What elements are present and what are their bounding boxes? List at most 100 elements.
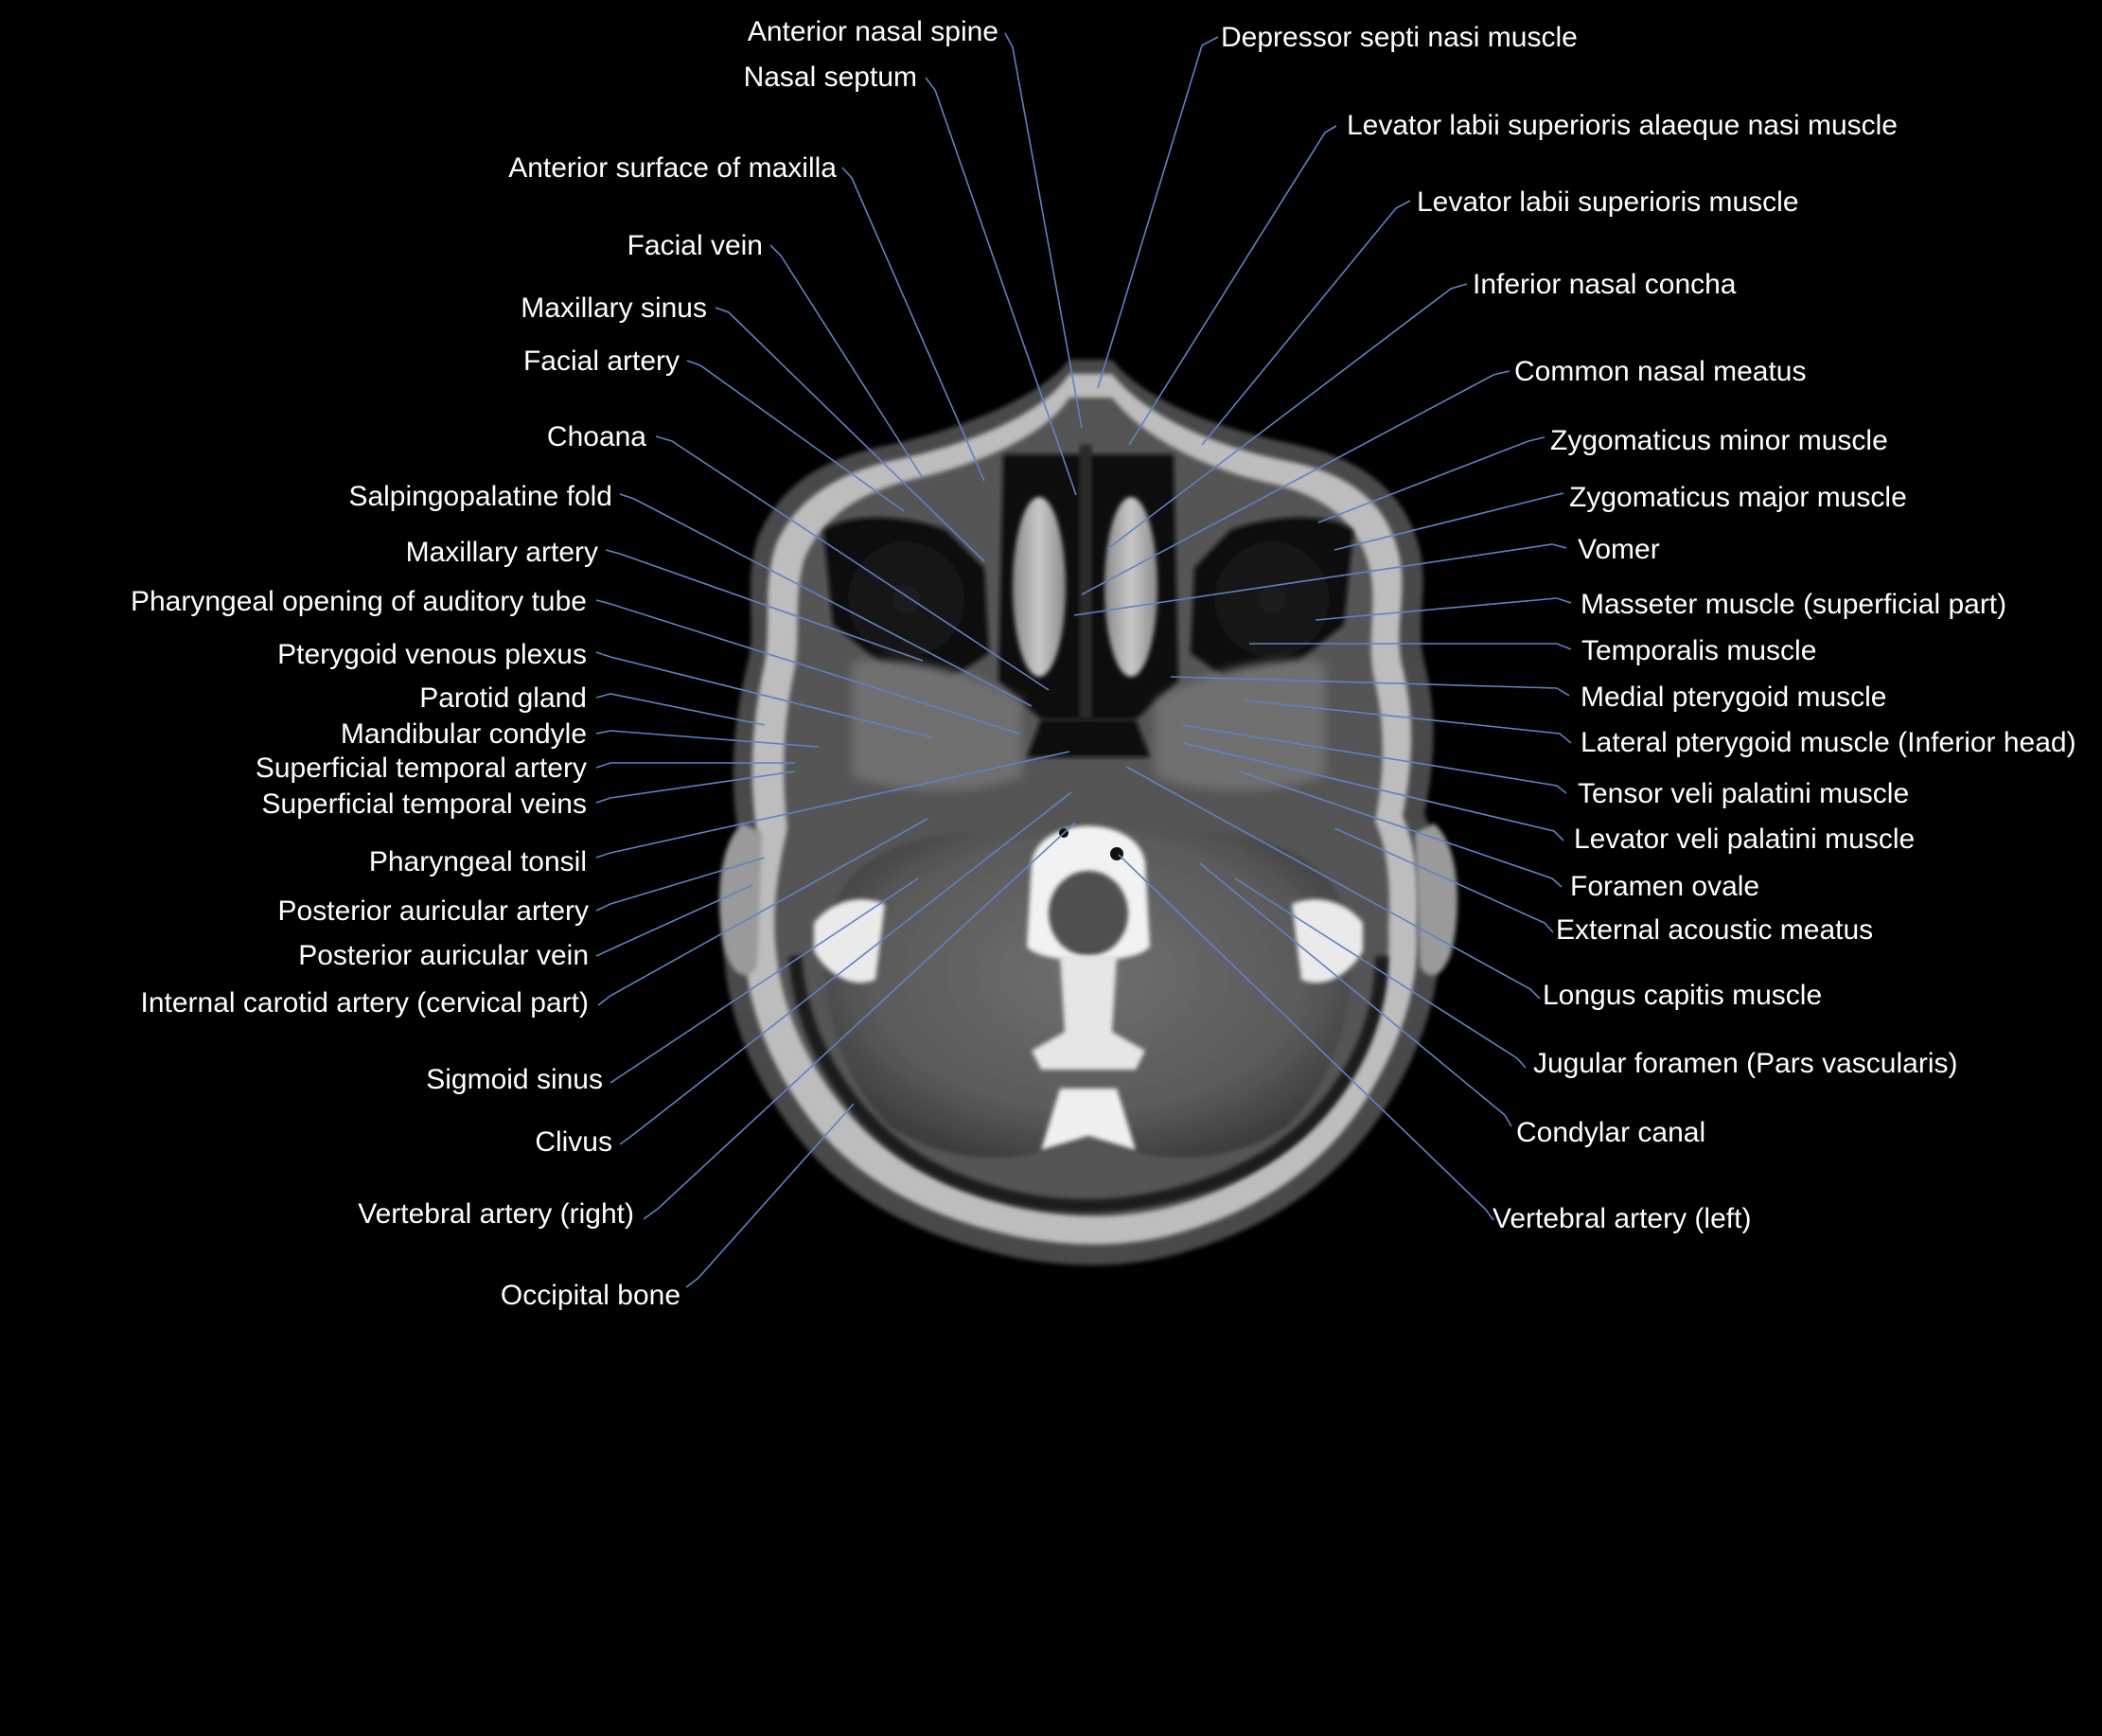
leader-longus-capitis xyxy=(1125,766,1541,1000)
septum-band xyxy=(1079,445,1092,719)
leader-levator-labii-superioris xyxy=(1201,200,1411,446)
leader-external-acoustic-meatus xyxy=(1334,827,1554,933)
leader-superficial-temporal-artery xyxy=(595,762,795,769)
ear-right xyxy=(719,824,762,976)
brainstem xyxy=(1049,871,1128,956)
label-levator-labii-superioris: Levator labii superioris muscle xyxy=(1417,186,1799,218)
label-depressor-septi-nasi: Depressor septi nasi muscle xyxy=(1221,22,1578,53)
label-common-nasal-meatus: Common nasal meatus xyxy=(1514,356,1806,387)
label-external-acoustic-meatus: External acoustic meatus xyxy=(1556,914,1873,946)
leader-lateral-pterygoid xyxy=(1244,700,1572,744)
leader-vertebral-artery-right xyxy=(643,822,1076,1220)
label-levator-veli-palatini: Levator veli palatini muscle xyxy=(1574,824,1915,855)
fourth-ventricle-csf xyxy=(1032,956,1145,1070)
label-sigmoid-sinus: Sigmoid sinus xyxy=(426,1064,603,1095)
leader-lines xyxy=(595,32,1572,1288)
leader-jugular-foramen xyxy=(1234,877,1527,1069)
leader-temporalis xyxy=(1249,643,1572,650)
label-parotid-gland: Parotid gland xyxy=(419,682,587,714)
label-pharyngeal-tonsil: Pharyngeal tonsil xyxy=(369,846,587,877)
leader-pharyngeal-tonsil xyxy=(595,751,1070,859)
leader-vertebral-artery-left xyxy=(1118,854,1494,1221)
label-facial-artery: Facial artery xyxy=(523,345,680,377)
leader-inferior-nasal-concha xyxy=(1106,283,1468,550)
label-mandibular-condyle: Mandibular condyle xyxy=(341,718,587,750)
leader-condylar-canal xyxy=(1199,862,1512,1127)
leader-superficial-temporal-veins xyxy=(595,771,796,804)
label-maxillary-artery: Maxillary artery xyxy=(406,537,598,568)
label-inferior-nasal-concha: Inferior nasal concha xyxy=(1473,269,1737,300)
cisterna-magna xyxy=(1041,1089,1136,1150)
occipital-inner-line xyxy=(788,955,1388,1213)
label-vomer: Vomer xyxy=(1578,534,1660,565)
leader-levator-labii-alaeque xyxy=(1128,125,1337,446)
leader-anterior-nasal-spine xyxy=(1004,32,1083,429)
leader-mandibular-condyle xyxy=(595,730,820,748)
label-superficial-temporal-veins: Superficial temporal veins xyxy=(262,788,588,820)
leader-zygomaticus-major xyxy=(1334,492,1564,551)
leader-tensor-veli-palatini xyxy=(1181,724,1567,794)
csf-left xyxy=(1292,899,1363,983)
leader-nasal-septum xyxy=(925,77,1077,496)
leader-depressor-septi-nasi xyxy=(1097,36,1219,389)
leader-medial-pterygoid xyxy=(1170,676,1570,697)
label-lateral-pterygoid: Lateral pterygoid muscle (Inferior head) xyxy=(1581,727,2076,758)
leader-vomer xyxy=(1073,543,1567,616)
label-vertebral-artery-right: Vertebral artery (right) xyxy=(358,1198,634,1230)
leader-pharyngeal-opening xyxy=(595,599,1020,735)
leader-pterygoid-venous-plexus xyxy=(595,651,933,738)
label-condylar-canal: Condylar canal xyxy=(1516,1117,1705,1148)
pterygoid-region-left xyxy=(1155,660,1325,790)
pterygoid-region-right xyxy=(852,660,1022,790)
leader-posterior-auricular-artery xyxy=(595,857,766,912)
label-pharyngeal-opening-of-auditory-tube: Pharyngeal opening of auditory tube xyxy=(131,586,587,617)
leader-maxillary-artery xyxy=(605,549,924,662)
label-pterygoid-venous-plexus: Pterygoid venous plexus xyxy=(277,639,587,670)
leader-parotid-gland xyxy=(595,693,766,726)
maxillary-sinus-left-region xyxy=(1191,517,1353,682)
leader-internal-carotid-artery xyxy=(597,818,928,1006)
turbinate-left xyxy=(1104,497,1157,677)
label-maxillary-sinus: Maxillary sinus xyxy=(521,292,707,324)
label-medial-pterygoid: Medial pterygoid muscle xyxy=(1581,682,1886,713)
labels-left: Anterior nasal spine Nasal septum Anteri… xyxy=(131,16,998,1311)
leader-facial-vein xyxy=(769,244,924,479)
mri-slice xyxy=(719,360,1457,1266)
label-foramen-ovale: Foramen ovale xyxy=(1570,871,1759,902)
label-vertebral-artery-left: Vertebral artery (left) xyxy=(1493,1203,1751,1234)
label-zygomaticus-minor: Zygomaticus minor muscle xyxy=(1550,425,1888,456)
leader-facial-artery xyxy=(686,360,905,512)
label-posterior-auricular-vein: Posterior auricular vein xyxy=(298,940,589,971)
label-longus-capitis: Longus capitis muscle xyxy=(1543,980,1822,1011)
label-salpingopalatine-fold: Salpingopalatine fold xyxy=(348,481,612,512)
label-anterior-surface-of-maxilla: Anterior surface of maxilla xyxy=(508,152,837,184)
label-internal-carotid-artery: Internal carotid artery (cervical part) xyxy=(141,987,590,1019)
leader-clivus xyxy=(619,791,1072,1145)
leader-masseter xyxy=(1315,597,1572,621)
label-superficial-temporal-artery: Superficial temporal artery xyxy=(256,753,587,784)
label-levator-labii-alaeque: Levator labii superioris alaeque nasi mu… xyxy=(1347,110,1898,141)
label-occipital-bone: Occipital bone xyxy=(501,1280,680,1311)
leader-anterior-surface-of-maxilla xyxy=(841,167,985,482)
label-zygomaticus-major: Zygomaticus major muscle xyxy=(1569,482,1907,513)
label-jugular-foramen: Jugular foramen (Pars vascularis) xyxy=(1533,1048,1958,1079)
leader-sigmoid-sinus xyxy=(609,877,919,1084)
ear-left xyxy=(1415,824,1457,976)
leader-salpingopalatine-fold xyxy=(619,493,1033,707)
nasopharynx-region xyxy=(1027,719,1150,757)
label-tensor-veli-palatini: Tensor veli palatini muscle xyxy=(1578,778,1909,809)
labels-right: Depressor septi nasi muscle Levator labi… xyxy=(1221,22,2076,1234)
label-masseter: Masseter muscle (superficial part) xyxy=(1581,589,2006,620)
turbinate-right xyxy=(1013,497,1066,677)
label-choana: Choana xyxy=(547,421,646,452)
leader-choana xyxy=(655,435,1050,691)
label-clivus: Clivus xyxy=(535,1126,612,1158)
csf-right xyxy=(814,899,885,983)
leader-zygomaticus-minor xyxy=(1317,436,1546,523)
label-nasal-septum: Nasal septum xyxy=(744,62,917,93)
label-posterior-auricular-artery: Posterior auricular artery xyxy=(278,895,589,927)
leader-occipital-bone xyxy=(685,1103,855,1288)
leader-foramen-ovale xyxy=(1239,771,1563,888)
label-temporalis: Temporalis muscle xyxy=(1581,635,1816,666)
